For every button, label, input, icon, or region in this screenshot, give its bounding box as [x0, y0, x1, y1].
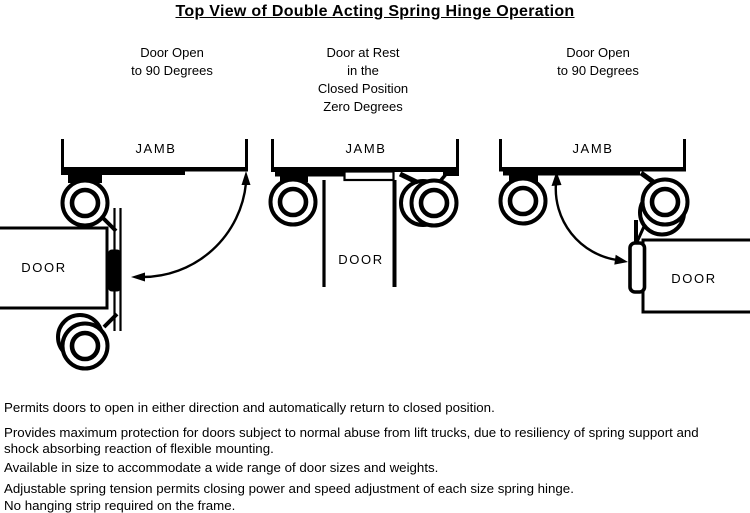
jamb-label-right: JAMB [572, 141, 614, 156]
arrow-right-icon [614, 254, 628, 265]
caption-line: Zero Degrees [323, 99, 403, 114]
middle-right-spring-hinge-icon [399, 178, 459, 228]
caption-door-open-right: Door Open to 90 Degrees [518, 44, 678, 80]
caption-line: Door Open [140, 45, 204, 60]
note-paragraph: Provides maximum protection for doors su… [4, 425, 746, 457]
note-paragraph: No hanging strip required on the frame. [4, 498, 746, 513]
door-label-right: DOOR [671, 271, 717, 286]
caption-door-at-rest: Door at Rest in the Closed Position Zero… [283, 44, 443, 116]
note-line: Permits doors to open in either directio… [4, 400, 495, 415]
note-line: Provides maximum protection for doors su… [4, 425, 699, 440]
right-swing-arc [551, 171, 628, 265]
jamb-label-left: JAMB [135, 141, 177, 156]
middle-jamb [271, 139, 459, 177]
note-paragraph: Permits doors to open in either directio… [4, 400, 746, 416]
door-label-left: DOOR [21, 260, 67, 275]
left-jamb [61, 139, 248, 175]
right-door-edge-strip [628, 241, 647, 294]
middle-left-spring-hinge-icon [268, 177, 318, 227]
left-door-panel [0, 226, 109, 310]
caption-door-open-left: Door Open to 90 Degrees [92, 44, 252, 80]
door-label-middle: DOOR [338, 252, 384, 267]
left-bottom-hinge-link [102, 312, 119, 329]
left-top-hinge-strap [68, 170, 102, 183]
left-diagram [0, 139, 251, 371]
caption-line: to 90 Degrees [131, 63, 213, 78]
right-left-spring-hinge-icon [498, 176, 548, 226]
jamb-label-middle: JAMB [345, 141, 387, 156]
note-line: Adjustable spring tension permits closin… [4, 481, 574, 496]
note-line: shock absorbing reaction of flexible mou… [4, 441, 274, 456]
feature-notes: Permits doors to open in either directio… [4, 400, 746, 513]
right-diagram [498, 139, 750, 314]
caption-line: to 90 Degrees [557, 63, 639, 78]
arrow-up-icon [551, 171, 562, 186]
caption-line: Closed Position [317, 81, 409, 96]
note-line: Available in size to accommodate a wide … [4, 460, 439, 475]
left-door-edge-strip [108, 249, 121, 292]
note-paragraph: Adjustable spring tension permits closin… [4, 481, 746, 497]
right-right-spring-hinge-icon [638, 177, 690, 237]
right-jamb [499, 139, 686, 176]
page-title: Top View of Double Acting Spring Hinge O… [175, 3, 575, 20]
caption-line: Door at Rest [326, 45, 400, 60]
caption-line: in the [347, 63, 379, 78]
arrow-left-icon [131, 272, 145, 282]
arrow-up-icon [241, 171, 251, 185]
left-top-spring-hinge-icon [60, 178, 110, 228]
middle-door-panel [322, 170, 397, 287]
left-bottom-spring-hinge-icon [56, 313, 110, 371]
right-door-panel [641, 238, 750, 314]
middle-diagram [268, 139, 459, 287]
note-paragraph: Available in size to accommodate a wide … [4, 460, 746, 476]
caption-line: Door Open [566, 45, 630, 60]
left-swing-arc [131, 171, 251, 282]
note-line: No hanging strip required on the frame. [4, 498, 236, 513]
